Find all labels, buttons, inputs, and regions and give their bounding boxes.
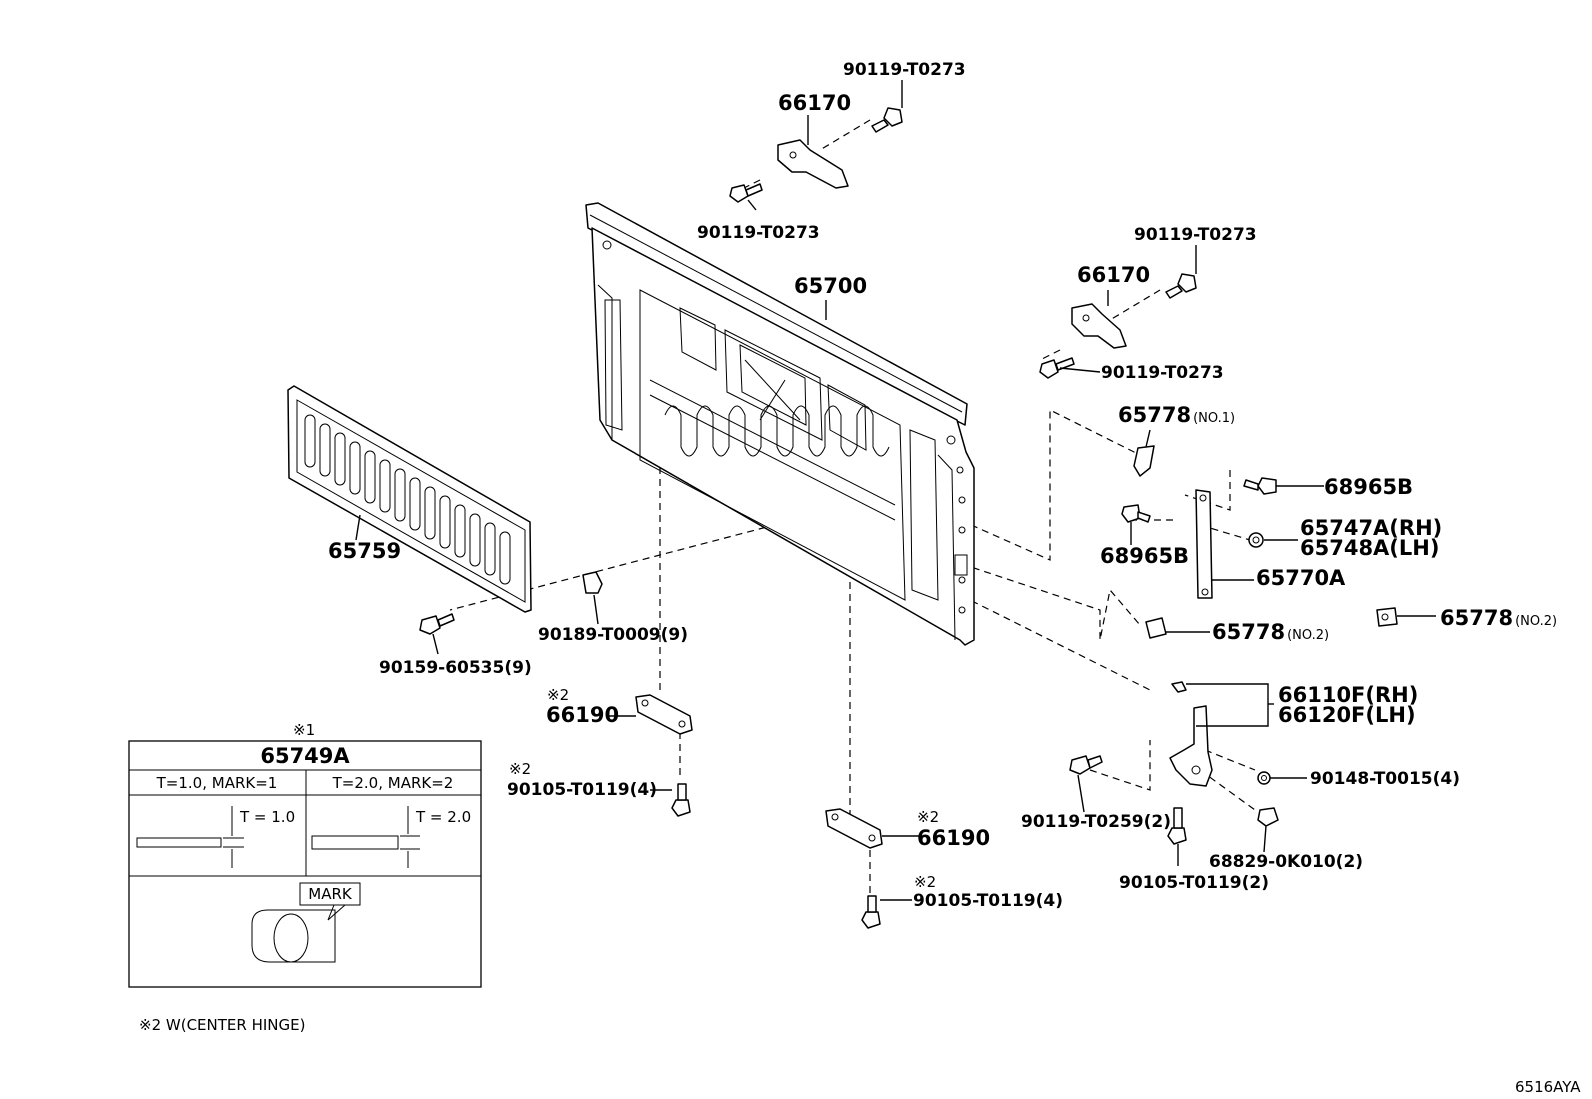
label-90105-t0119-a: 90105-T0119(4) — [507, 780, 657, 800]
footnote: ※2 W(CENTER HINGE) — [139, 1016, 305, 1034]
hinge-66110f — [1169, 681, 1213, 787]
tailgate-panel — [585, 202, 975, 646]
label-90119-t0259: 90119-T0259(2) — [1021, 812, 1171, 832]
bolt-90148-t0015 — [1257, 771, 1271, 785]
label-65770a: 65770A — [1256, 566, 1346, 590]
label-90119-t0273-b: 90119-T0273 — [697, 223, 820, 243]
label-90119-t0273-d: 90119-T0273 — [1101, 363, 1224, 383]
label-68965b-b: 68965B — [1100, 544, 1189, 568]
center-hinge-66190-left — [635, 694, 693, 735]
hinge-bracket-66170-right — [1071, 303, 1127, 349]
bolt-68965b-left — [1121, 504, 1151, 523]
label-65700: 65700 — [794, 274, 867, 298]
bolt-top-right — [871, 107, 903, 133]
label-90105-t0119-c: 90105-T0119(2) — [1119, 873, 1269, 893]
trim-panel-65759 — [287, 385, 532, 613]
diagram-code: 6516AYA — [1515, 1078, 1581, 1096]
table-mark: ※1 — [293, 721, 315, 739]
washer-65747a — [1248, 532, 1264, 548]
table-col1-header: T=1.0, MARK=1 — [156, 774, 278, 792]
label-68965b-a: 68965B — [1324, 475, 1413, 499]
label-90119-t0273-a: 90119-T0273 — [843, 60, 966, 80]
support-cable-65770a — [1195, 489, 1213, 599]
nut-68829-0k010 — [1257, 807, 1279, 827]
mark-illustration: MARK — [251, 882, 361, 963]
center-hinge-66190-right — [825, 808, 883, 849]
bolt-90119-t0259 — [1069, 755, 1103, 775]
bolt-right-bottom — [1039, 357, 1075, 379]
table-title: 65749A — [260, 744, 350, 768]
mark-2-90105-left: ※2 — [509, 760, 531, 778]
label-68829-0k010: 68829-0K010(2) — [1209, 852, 1363, 872]
thickness-2: T = 2.0 — [415, 808, 471, 826]
mark-2-66190-right: ※2 — [917, 808, 939, 826]
mark-callout: MARK — [308, 885, 353, 903]
label-90105-t0119-b: 90105-T0119(4) — [913, 891, 1063, 911]
label-66110f-rh: 66110F(RH) — [1278, 683, 1418, 707]
part-labels: 90119-T0273 66170 90119-T0273 65700 9011… — [328, 60, 1557, 911]
clip-65778-no2-center — [1145, 617, 1167, 639]
table-col2-header: T=2.0, MARK=2 — [332, 774, 454, 792]
label-65748a-lh: 65748A(LH) — [1300, 536, 1439, 560]
bolt-right-top — [1165, 273, 1197, 299]
screw-90159-60535 — [419, 613, 455, 635]
solid-leader-lines — [355, 80, 1436, 901]
striker-65778-no1 — [1133, 445, 1155, 477]
label-90189-t0009: 90189-T0009(9) — [538, 625, 688, 645]
label-65747a-rh: 65747A(RH) — [1300, 516, 1442, 540]
label-65759: 65759 — [328, 539, 401, 563]
bolt-90105-t0119-hinge — [1167, 807, 1187, 845]
label-66120f-lh: 66120F(LH) — [1278, 703, 1416, 727]
mark-2-90105-right: ※2 — [914, 873, 936, 891]
label-65778-no1: 65778(NO.1) — [1118, 403, 1235, 427]
mark-2-66190-left: ※2 — [547, 686, 569, 704]
label-90148-t0015: 90148-T0015(4) — [1310, 769, 1460, 789]
clip-90189-t0009 — [582, 571, 603, 594]
label-66190-b: 66190 — [917, 826, 990, 850]
clip-65778-no2-right — [1376, 607, 1398, 627]
bolt-68965b-right — [1243, 477, 1277, 495]
label-66170-a: 66170 — [778, 91, 851, 115]
label-90119-t0273-c: 90119-T0273 — [1134, 225, 1257, 245]
shim-table: ※1 65749A T=1.0, MARK=1 T=2.0, MARK=2 T … — [128, 721, 482, 988]
shim-thin-illustration: T = 1.0 — [136, 806, 295, 868]
label-65778-no2-center: 65778(NO.2) — [1212, 620, 1329, 644]
label-66190-a: 66190 — [546, 703, 619, 727]
hinge-bracket-66170-top — [777, 139, 849, 189]
label-65778-no2-right: 65778(NO.2) — [1440, 606, 1557, 630]
shim-thick-illustration: T = 2.0 — [311, 806, 471, 868]
label-90159-60535: 90159-60535(9) — [379, 658, 532, 678]
thickness-1: T = 1.0 — [239, 808, 295, 826]
bolt-top-left — [729, 183, 763, 203]
bolt-90105-t0119-left — [671, 783, 691, 817]
label-66170-b: 66170 — [1077, 263, 1150, 287]
bolt-90105-t0119-right — [861, 895, 881, 929]
